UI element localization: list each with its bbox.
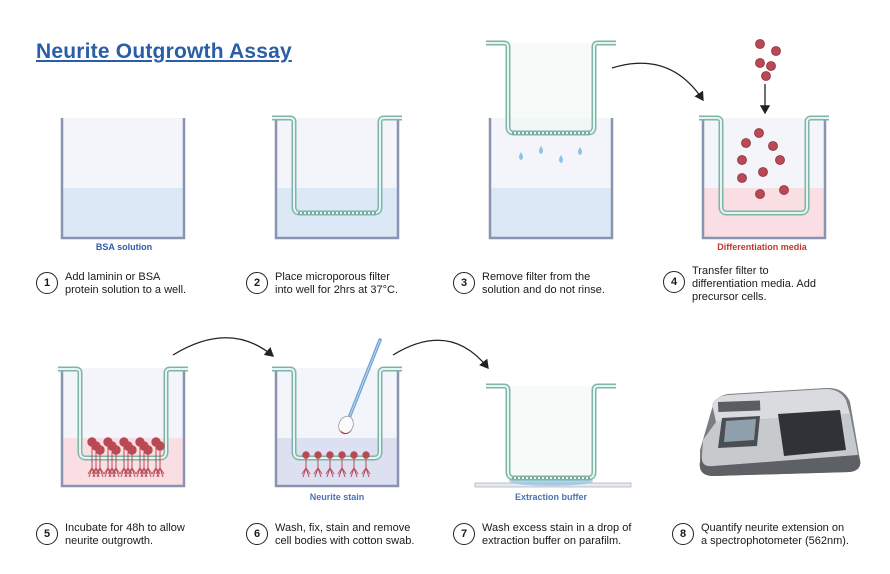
arrow-step-6-to-7 [392, 339, 489, 370]
step-text: Place microporous filter [275, 271, 390, 283]
step-text: precursor cells. [692, 291, 767, 303]
filter-insert-step-2 [272, 115, 402, 216]
neurite-branch [338, 467, 343, 478]
neurite-branch [314, 467, 319, 478]
neurite-branch [120, 467, 125, 478]
step-number: 8 [672, 523, 694, 545]
cell-body [155, 441, 165, 451]
step-text: Wash, fix, stain and remove [275, 522, 411, 534]
step-text: protein solution to a well. [65, 284, 187, 296]
filter-insert-step-6 [272, 366, 402, 461]
neurite-branch [136, 467, 141, 478]
neurite-branch [329, 467, 334, 478]
well-step-1 [60, 118, 186, 240]
well-step-3 [488, 118, 614, 240]
neurite-branch [99, 467, 104, 478]
step-text: cell bodies with cotton swab. [275, 535, 415, 547]
cell-body [302, 451, 310, 459]
step-text: Transfer filter to [692, 265, 769, 277]
page-title: Neurite Outgrowth Assay [36, 40, 292, 63]
step-text: solution and do not rinse. [482, 284, 605, 296]
arrow-step-5-to-6 [172, 337, 274, 357]
cell-body [143, 445, 153, 455]
neurons-step-6 [301, 451, 371, 478]
neurite-branch [159, 467, 164, 478]
neurite-branch [350, 467, 355, 478]
neurite-branch [365, 467, 370, 478]
neurite-branch [144, 467, 149, 478]
step-text: into well for 2hrs at 37°C. [275, 284, 399, 296]
step-number: 6 [246, 523, 268, 545]
neurite-branch [362, 467, 367, 478]
step-text: extraction buffer on parafilm. [482, 535, 622, 547]
cell-body [127, 445, 137, 455]
label-extraction-buffer: Extraction buffer [514, 492, 587, 502]
step-number: 3 [453, 272, 475, 294]
cell-body [338, 451, 346, 459]
filter-insert-step-7 [486, 383, 616, 481]
neurite-branch [88, 467, 93, 478]
neurite-branch [353, 467, 358, 478]
neurite-branch [128, 467, 133, 478]
neurite-branch [147, 467, 152, 478]
step-text: Remove filter from the [482, 271, 591, 283]
precursor-cells [737, 39, 789, 199]
neurite-branch [326, 467, 331, 478]
cotton-swab [338, 338, 382, 435]
neurite-branch [108, 467, 113, 478]
neurite-branch [92, 467, 97, 478]
neurite-branch [104, 467, 109, 478]
step-number: 4 [663, 271, 685, 293]
step-number: 1 [36, 272, 58, 294]
neurite-branch [112, 467, 117, 478]
neurite-branch [156, 467, 161, 478]
neurons-step-5 [87, 437, 165, 478]
step-number: 2 [246, 272, 268, 294]
label-bsa-solution: BSA solution [95, 242, 153, 252]
step-text: differentiation media. Add [692, 278, 816, 290]
neurite-branch [115, 467, 120, 478]
drops-step-3 [519, 146, 582, 163]
neurite-branch [140, 467, 145, 478]
filter-insert-step-3 [486, 40, 616, 136]
neurite-branch [96, 467, 101, 478]
step-text: a spectrophotometer (562nm). [701, 535, 849, 547]
cell-body [350, 451, 358, 459]
cell-body [314, 451, 322, 459]
filter-insert-step-5 [58, 366, 188, 461]
neurite-branch [152, 467, 157, 478]
neurite-branch [302, 467, 307, 478]
neurite-branch [131, 467, 136, 478]
cell-body [362, 451, 370, 459]
label-differentiation-media: Differentiation media [717, 242, 807, 252]
cell-body [111, 445, 121, 455]
neurite-branch [341, 467, 346, 478]
spectrophotometer [699, 387, 861, 476]
cell-body [326, 451, 334, 459]
step-text: Add laminin or BSA [65, 271, 161, 283]
filter-insert-step-4 [699, 115, 829, 216]
step-number: 5 [36, 523, 58, 545]
arrow-step-3-to-4 [611, 62, 704, 102]
step-text: neurite outgrowth. [65, 535, 154, 547]
neurite-branch [305, 467, 310, 478]
step-text: Incubate for 48h to allow [65, 522, 185, 534]
neurite-branch [317, 467, 322, 478]
cell-body [95, 445, 105, 455]
label-neurite-stain: Neurite stain [309, 492, 365, 502]
neurite-branch [124, 467, 129, 478]
step-number: 7 [453, 523, 475, 545]
step-text: Wash excess stain in a drop of [482, 522, 632, 534]
step-text: Quantify neurite extension on [701, 522, 845, 534]
